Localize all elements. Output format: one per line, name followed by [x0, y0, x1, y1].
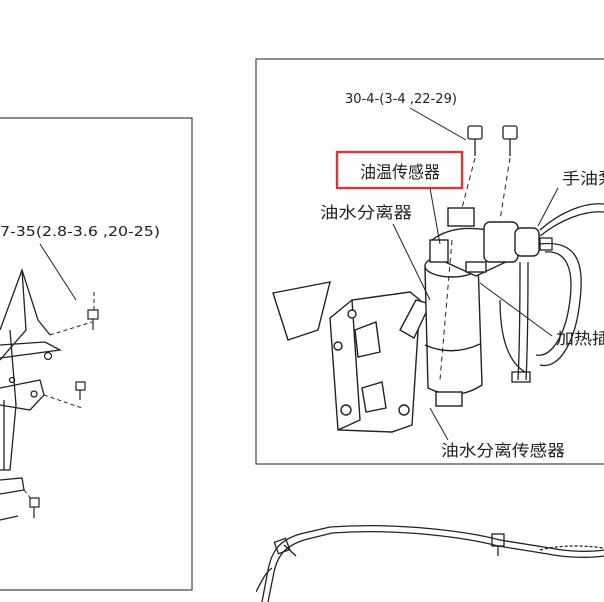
pipe-clamp — [491, 533, 505, 556]
bottom-pipe-assembly — [256, 525, 604, 602]
left-bracket — [0, 267, 63, 521]
bolt-torque-label: 30-4-(3-4 ,22-29) — [345, 92, 457, 107]
bolt-icon — [467, 125, 483, 156]
left-bolts — [29, 309, 99, 518]
pipe-clamp — [273, 537, 297, 557]
mounting-bracket — [272, 281, 431, 433]
leader-lines — [392, 107, 559, 441]
fuel-hoses — [499, 203, 604, 383]
oil-temp-sensor-label: 油温传感器 — [360, 163, 440, 183]
left-panel: 7-35(2.8-3.6 ,20-25) — [0, 117, 193, 591]
top-bolts — [467, 125, 518, 156]
left-torque-label: 7-35(2.8-3.6 ,20-25) — [0, 225, 160, 240]
bolt-icon — [29, 497, 40, 518]
right-panel-frame — [255, 58, 604, 465]
left-panel-frame — [0, 117, 193, 591]
bolt-icon — [75, 381, 86, 400]
oil-temp-sensor-highlight — [335, 150, 464, 190]
water-separator-canister — [424, 207, 540, 407]
left-dashed-lines — [23, 292, 95, 506]
right-panel: 30-4-(3-4 ,22-29) 油温传感器 油水分离器 手油泵 加热插 油水… — [255, 58, 604, 465]
bolt-icon — [502, 125, 518, 156]
water-separator-label: 油水分离器 — [320, 203, 412, 222]
bolt-icon — [87, 309, 99, 330]
separator-sensor-label: 油水分离传感器 — [441, 441, 565, 460]
heater-label: 加热插 — [556, 329, 604, 348]
right-dashed-lines — [439, 157, 511, 381]
hand-pump-label: 手油泵 — [562, 169, 604, 188]
left-torque-leader — [39, 243, 77, 301]
